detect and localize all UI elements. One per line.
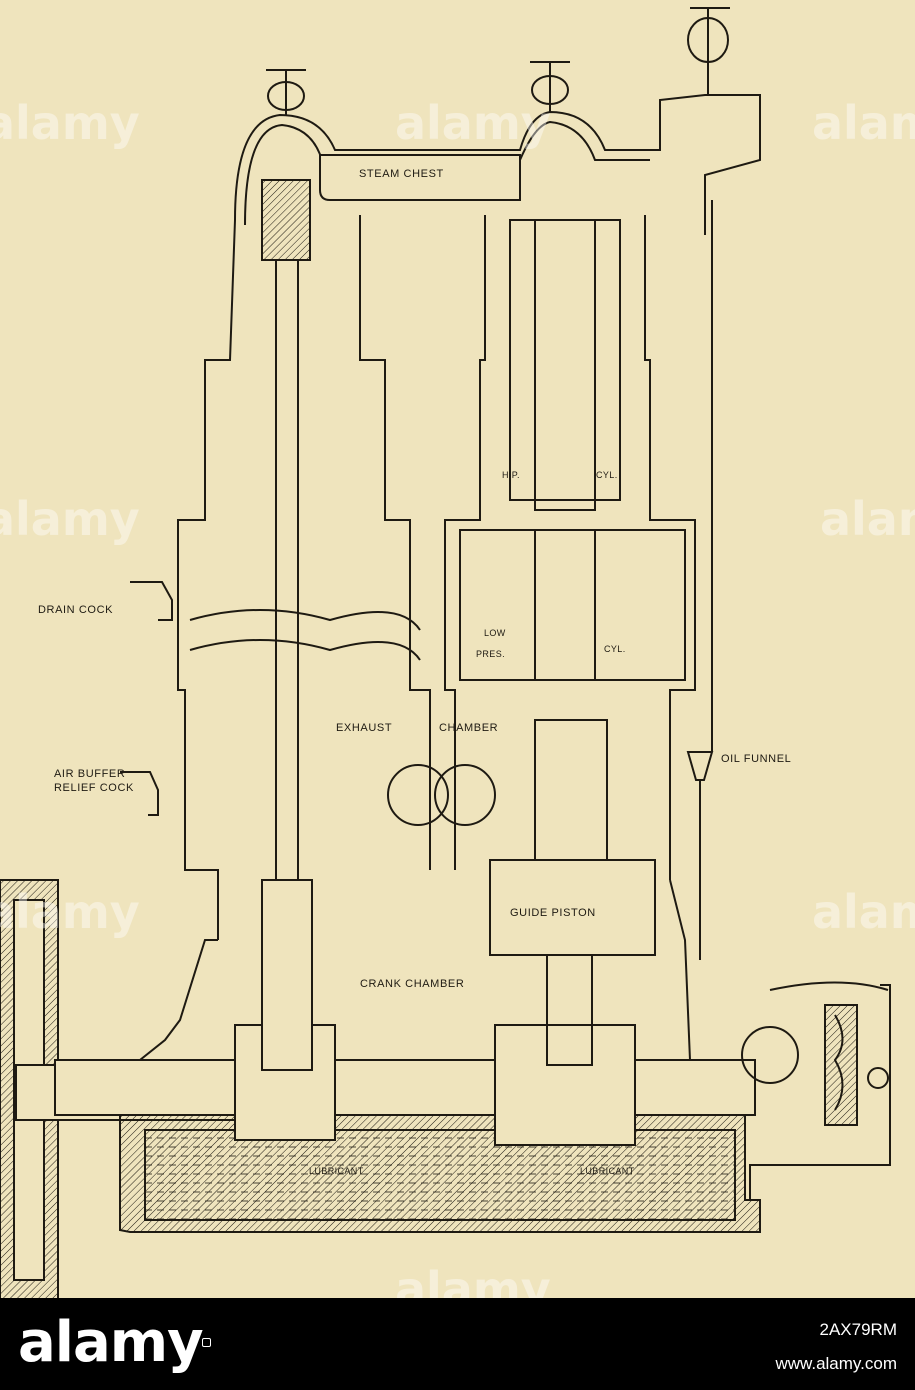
watermark: alamy <box>0 885 140 939</box>
watermark: alamy <box>0 96 140 150</box>
exhaust-port <box>387 764 449 826</box>
drain-cock <box>130 581 173 621</box>
alamy-logo[interactable]: alamy <box>18 1310 204 1375</box>
watermark: alamy <box>812 96 915 150</box>
hp-cylinder-right <box>509 219 621 511</box>
label-lubricant-left: LUBRICANT <box>309 1166 364 1176</box>
label-pres: PRES. <box>476 649 505 659</box>
label-low: LOW <box>484 628 506 638</box>
top-valve-middle <box>530 61 570 112</box>
guide-piston <box>489 719 656 1066</box>
watermark: alamy <box>0 492 140 546</box>
engine-frame <box>54 94 761 1233</box>
label-chamber: CHAMBER <box>439 722 498 734</box>
watermark: alamy <box>812 885 915 939</box>
air-buffer-cock <box>120 771 159 816</box>
label-hp-cyl: CYL. <box>596 470 618 480</box>
site-url[interactable]: www.alamy.com <box>775 1354 897 1373</box>
label-drain-cock: DRAIN COCK <box>38 604 113 616</box>
label-guide-piston: GUIDE PISTON <box>510 907 596 919</box>
hp-piston-rod-left <box>261 179 313 1071</box>
label-steam-chest: STEAM CHEST <box>359 168 444 180</box>
lp-cylinder-right <box>459 529 686 681</box>
label-lp-cyl: CYL. <box>604 644 626 654</box>
label-air-buffer: AIR BUFFER <box>54 768 125 780</box>
top-valve-left <box>266 69 306 115</box>
label-exhaust: EXHAUST <box>336 722 392 734</box>
label-relief-cock: RELIEF COCK <box>54 782 134 794</box>
oil-funnel <box>686 200 714 960</box>
footer-bar: alamy 2AX79RM www.alamy.com <box>0 1298 915 1390</box>
steam-chest <box>319 154 521 201</box>
top-valve-right <box>687 7 730 95</box>
watermark: alamy <box>395 96 551 150</box>
label-oil-funnel: OIL FUNNEL <box>721 753 791 765</box>
label-crank-chamber: CRANK CHAMBER <box>360 978 464 990</box>
governor <box>741 981 891 1200</box>
image-id: 2AX79RM <box>819 1320 897 1339</box>
engine-section-diagram: STEAM CHEST H.P. CYL. LOW PRES. CYL. DRA… <box>0 7 915 1316</box>
logo-mark-icon <box>202 1338 211 1347</box>
label-lubricant-right: LUBRICANT <box>580 1166 635 1176</box>
label-hp: H.P. <box>502 470 520 480</box>
lp-piston-left <box>189 609 421 631</box>
watermark: alamy <box>820 492 915 546</box>
